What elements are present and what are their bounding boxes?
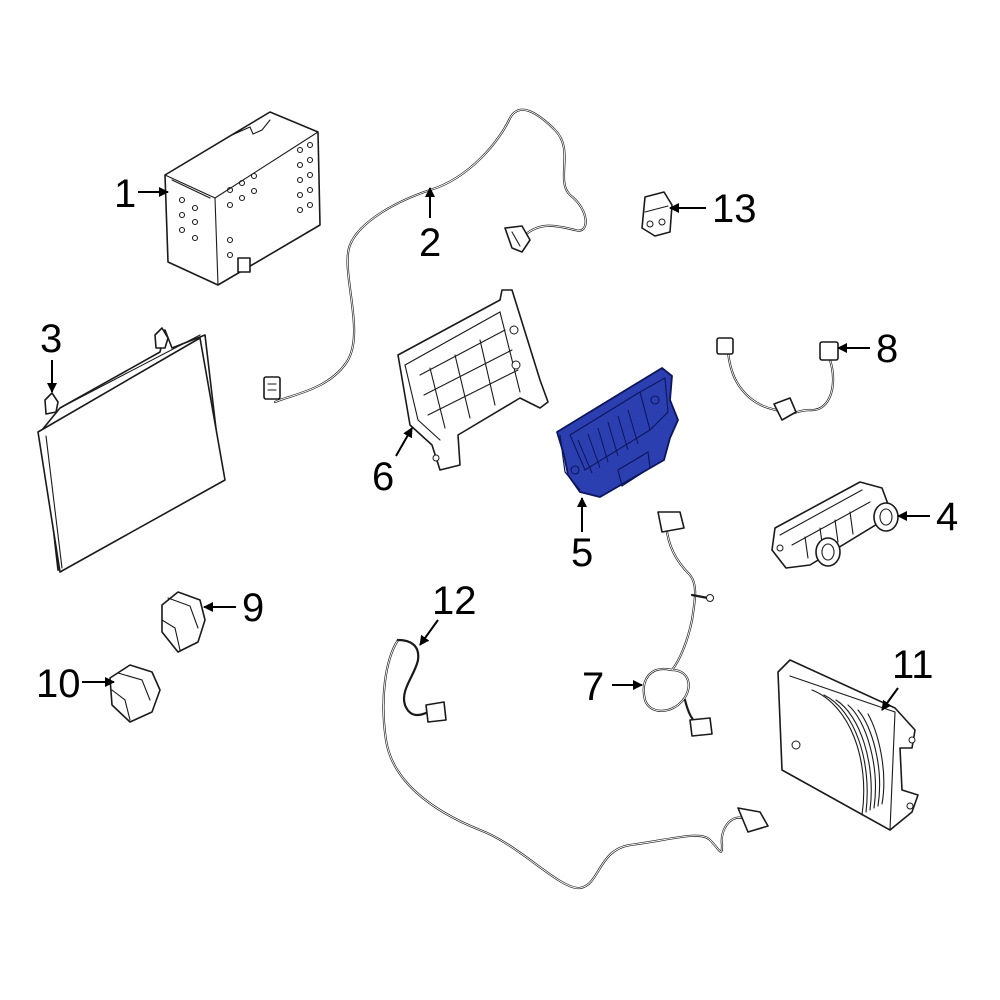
part-10-knob[interactable] (109, 664, 161, 723)
leader-12 (419, 619, 439, 646)
callout-label-4: 4 (936, 495, 958, 539)
part-12-cable[interactable] (382, 638, 769, 890)
callout-label-3: 3 (40, 317, 62, 361)
part-13-bracket[interactable] (641, 191, 673, 237)
part-1-tuner-box[interactable] (164, 111, 321, 286)
part-9-knob[interactable] (161, 591, 206, 653)
part-5-control-module[interactable] (556, 367, 679, 498)
callout-label-1: 1 (114, 172, 136, 216)
callout-labels: 1 2 3 4 5 6 7 8 9 10 11 12 13 (36, 172, 958, 709)
callout-label-6: 6 (372, 455, 394, 499)
callout-label-2: 2 (419, 221, 441, 265)
part-6-bracket[interactable] (397, 289, 549, 471)
part-4-climate-panel[interactable] (771, 481, 899, 569)
callout-label-9: 9 (242, 586, 264, 630)
part-8-harness[interactable] (716, 337, 839, 421)
part-3-display[interactable] (37, 327, 226, 573)
callout-label-13: 13 (712, 187, 757, 231)
callout-label-12: 12 (432, 579, 477, 623)
callout-label-10: 10 (36, 662, 81, 706)
callout-label-8: 8 (876, 327, 898, 371)
part-7-harness[interactable] (642, 511, 714, 737)
callout-leaders (47, 187, 930, 711)
part-2-cable[interactable] (263, 108, 587, 404)
callout-label-11: 11 (892, 643, 934, 687)
part-5-body (556, 367, 679, 498)
callout-label-5: 5 (571, 531, 593, 575)
leader-11 (881, 687, 899, 711)
part-11-amplifier[interactable] (777, 659, 919, 831)
leader-6 (395, 427, 413, 457)
callout-label-7: 7 (582, 665, 604, 709)
